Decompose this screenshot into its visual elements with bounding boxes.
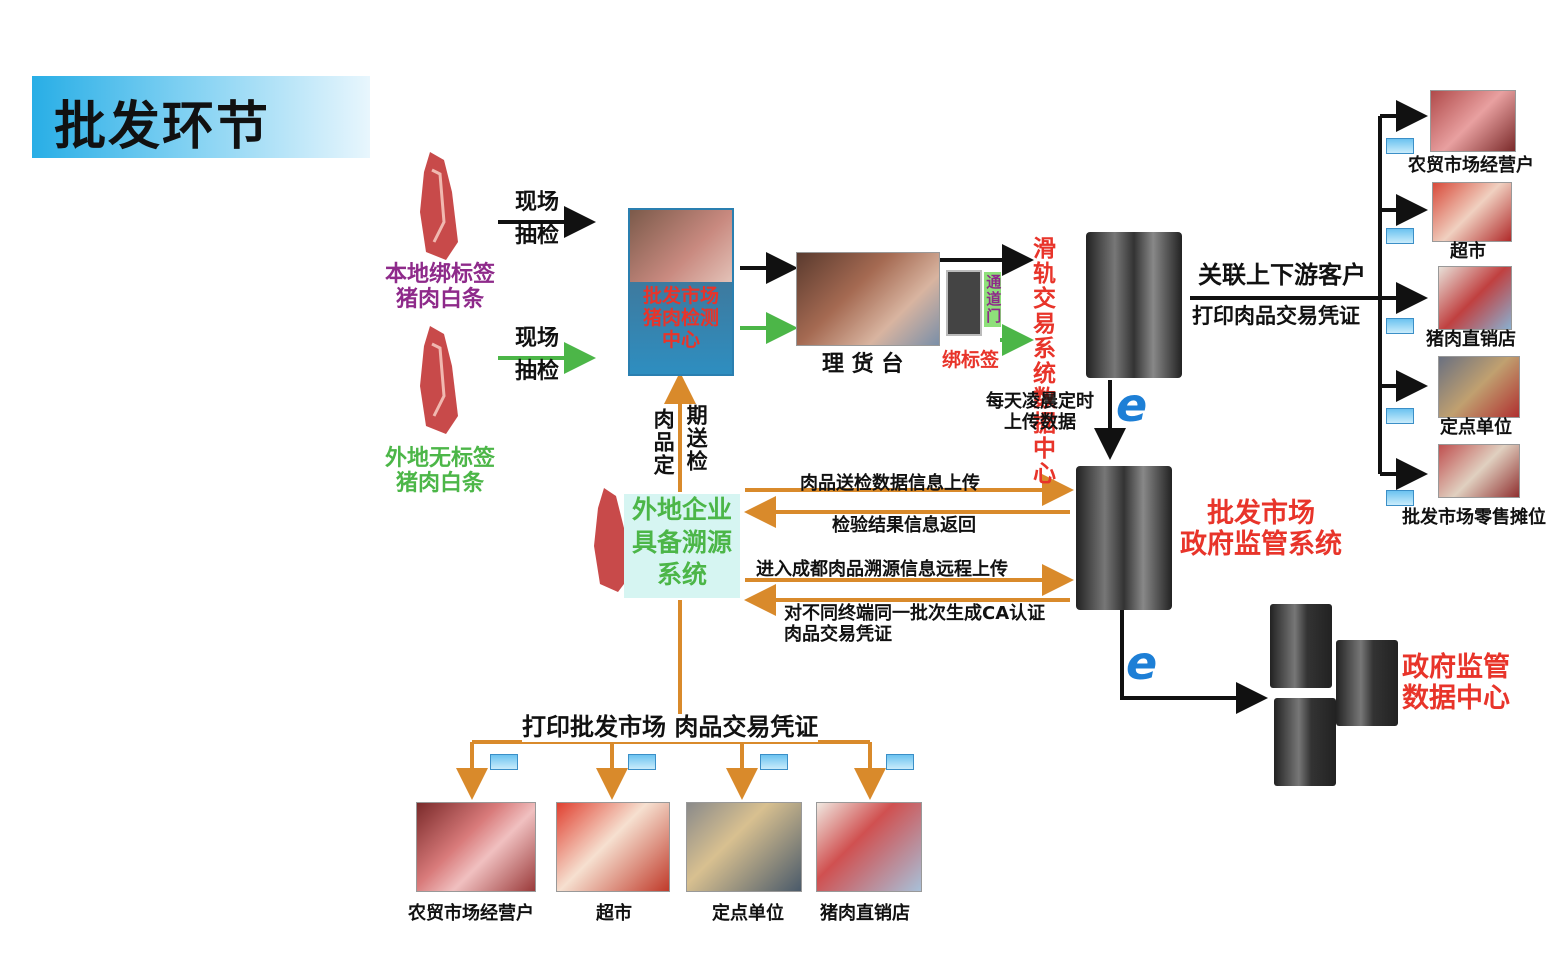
downstream-photo-1 (1430, 90, 1516, 152)
flow-label-4-line1: 对不同终端同一批次生成CA认证 (784, 603, 1046, 624)
link-customers-sub: 打印肉品交易凭证 (1192, 304, 1360, 328)
daily-upload-line2: 上传数据 (1004, 411, 1076, 433)
gov-system-line1: 批发市场 (1207, 498, 1315, 529)
spot-check-top-line1: 现场 (515, 190, 560, 215)
nonlocal-system-line2: 具备溯源 (631, 527, 732, 557)
link-customers-title: 关联上下游客户 (1198, 261, 1366, 289)
monitor-center-box: 批发市场 猪肉检测 中心 (628, 208, 734, 376)
gov-center-line1: 政府监管 (1402, 652, 1510, 683)
downstream-right-3: 猪肉直销店 (1426, 329, 1516, 350)
browser-icon: e (1116, 378, 1148, 432)
downstream-bottom-4: 猪肉直销店 (820, 903, 910, 924)
flow-label-4-line2: 肉品交易凭证 (784, 623, 892, 645)
label-tag-icon (1386, 490, 1414, 506)
downstream-bottom-3: 定点单位 (712, 903, 784, 924)
server-icon-center-1 (1270, 604, 1332, 688)
periodic-check-label: 期送检 (684, 404, 709, 473)
server-icon-rail (1086, 232, 1182, 378)
sorting-table-label: 理 货 台 (822, 352, 904, 377)
nonlocal-pork-label: 外地无标签 猪肉白条 (384, 446, 496, 497)
spot-check-top-label: 现场 抽检 (515, 190, 559, 249)
nonlocal-pork-line2: 猪肉白条 (395, 471, 484, 497)
arrow-gov-to-center (1120, 610, 1268, 714)
label-tag-icon (886, 754, 914, 770)
label-tag-icon (760, 754, 788, 770)
print-voucher-label: 打印批发市场 肉品交易凭证 (522, 713, 819, 742)
nonlocal-system-box: 外地企业 具备溯源 系统 (624, 494, 740, 598)
daily-upload-label: 每天凌晨定时 上传数据 (986, 391, 1094, 433)
label-tag-icon (628, 754, 656, 770)
nonlocal-system-line1: 外地企业 (631, 495, 732, 524)
nonlocal-system-line3: 系统 (656, 560, 707, 589)
label-tag-icon (1386, 408, 1414, 424)
sorting-table-photo (796, 252, 940, 346)
downstream-bottom-photo-3 (686, 802, 802, 892)
gate-label: 通道门 (984, 272, 1003, 327)
server-icon-gov (1076, 466, 1172, 610)
downstream-right-5: 批发市场零售摊位 (1402, 507, 1546, 528)
spot-check-top-line2: 抽检 (515, 223, 560, 249)
server-icon-center-2 (1274, 698, 1336, 786)
monitor-center-photo (630, 210, 732, 282)
rail-system-label: 滑轨交易系统数据中心 (1028, 236, 1054, 486)
downstream-bottom-1: 农贸市场经营户 (408, 903, 534, 924)
downstream-bottom-2: 超市 (596, 903, 632, 924)
nonlocal-pork-line1: 外地无标签 (384, 446, 495, 471)
downstream-right-1: 农贸市场经营户 (1408, 155, 1534, 176)
pork-carcass-icon (420, 152, 458, 260)
rail-system-text: 滑轨交易系统数据中心 (1028, 236, 1055, 486)
gate-device-icon (946, 270, 982, 336)
flow-label-4: 对不同终端同一批次生成CA认证 肉品交易凭证 (784, 603, 1046, 645)
gov-system-label: 批发市场 政府监管系统 (1180, 498, 1342, 560)
flow-label-2: 检验结果信息返回 (832, 515, 976, 536)
downstream-bottom-photo-2 (556, 802, 670, 892)
monitor-center-line2: 猪肉检测 (642, 306, 719, 329)
browser-icon: e (1126, 636, 1158, 690)
spot-check-bottom-line2: 抽检 (515, 359, 560, 385)
spot-check-bottom-line1: 现场 (515, 326, 560, 351)
local-pork-line2: 猪肉白条 (395, 287, 484, 313)
label-tag-icon (1386, 318, 1414, 334)
flow-label-1: 肉品送检数据信息上传 (800, 473, 980, 494)
gov-center-label: 政府监管 数据中心 (1402, 652, 1510, 714)
downstream-photo-4 (1438, 356, 1520, 418)
label-tag-icon (490, 754, 518, 770)
monitor-center-label: 批发市场 猪肉检测 中心 (630, 285, 732, 352)
gov-center-line2: 数据中心 (1402, 683, 1510, 715)
downstream-bottom-photo-4 (816, 802, 922, 892)
title-banner (32, 76, 370, 158)
downstream-right-4: 定点单位 (1440, 417, 1512, 438)
flow-label-3: 进入成都肉品溯源信息远程上传 (756, 559, 1008, 580)
label-tag-icon (1386, 228, 1414, 244)
monitor-center-line1: 批发市场 (642, 285, 719, 307)
tag-label: 绑标签 (942, 349, 1000, 371)
pork-carcass-icon (594, 488, 630, 592)
spot-check-bottom-label: 现场 抽检 (515, 326, 559, 385)
monitor-center-line3: 中心 (661, 328, 700, 351)
server-icon-center-3 (1336, 640, 1398, 726)
daily-upload-line1: 每天凌晨定时 (986, 391, 1094, 412)
downstream-photo-2 (1432, 182, 1512, 242)
label-tag-icon (1386, 138, 1414, 154)
downstream-photo-5 (1438, 444, 1520, 498)
downstream-bottom-photo-1 (416, 802, 536, 892)
downstream-photo-3 (1438, 266, 1512, 330)
pork-carcass-icon (420, 326, 458, 434)
gov-system-line2: 政府监管系统 (1180, 529, 1342, 561)
page-title: 批发环节 (54, 97, 271, 157)
local-pork-label: 本地绑标签 猪肉白条 (384, 262, 496, 313)
local-pork-line1: 本地绑标签 (384, 262, 495, 287)
downstream-right-2: 超市 (1450, 241, 1486, 262)
meat-fixed-label: 肉品定 (651, 408, 676, 477)
